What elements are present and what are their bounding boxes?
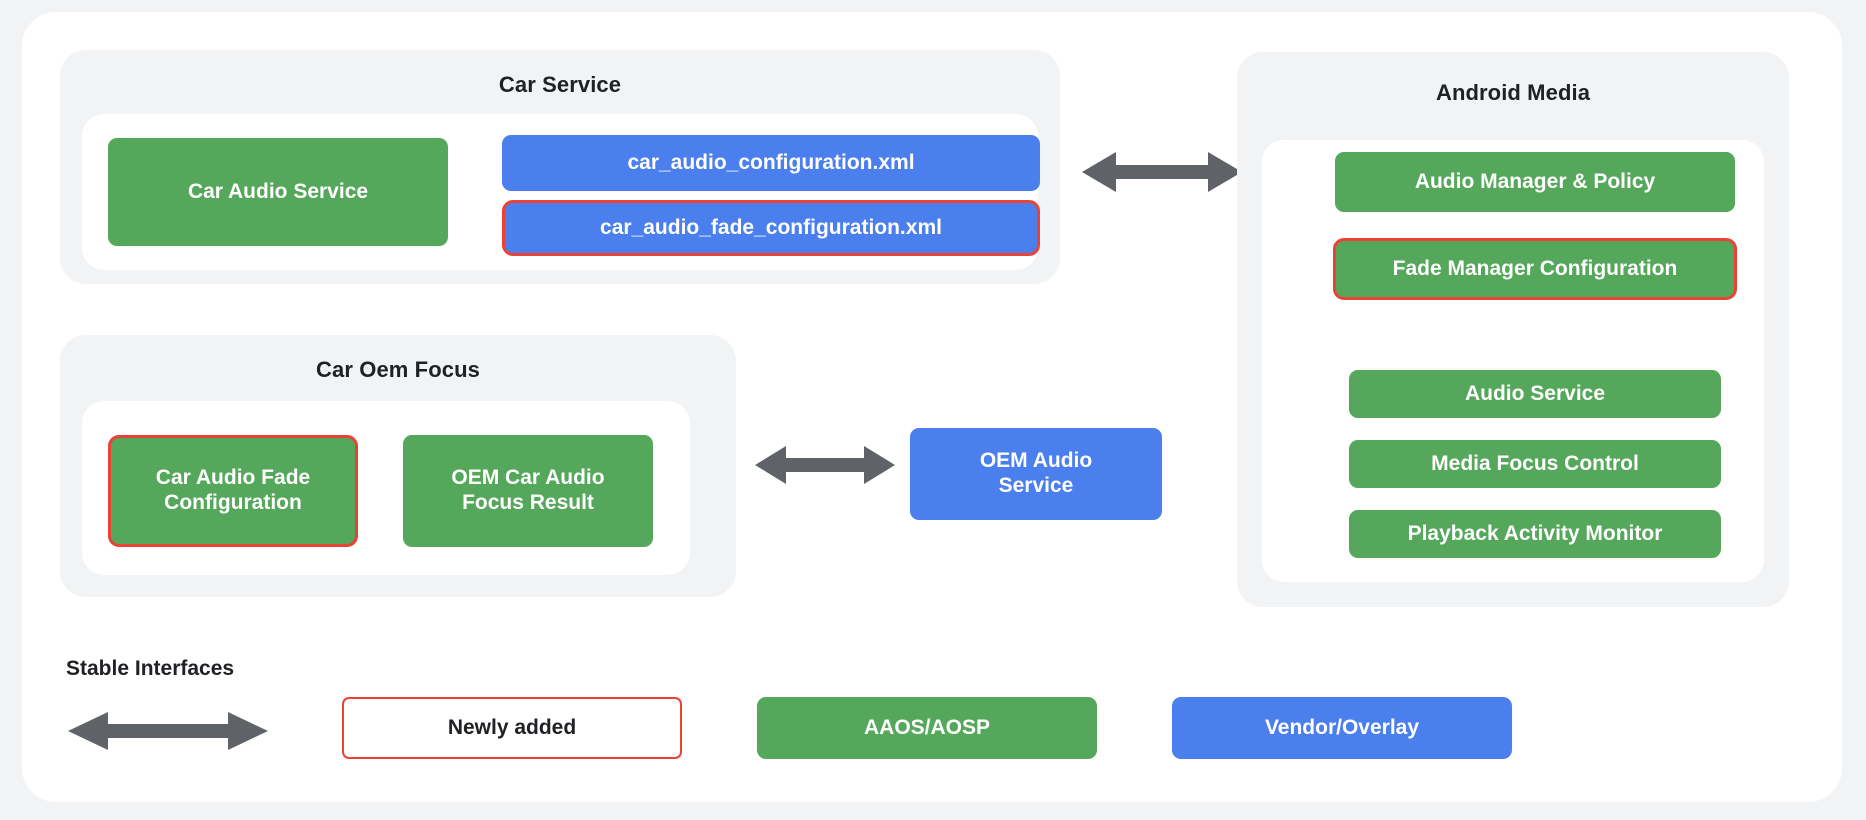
node-car-audio-fade-configuration-xml[interactable]: car_audio_fade_configuration.xml <box>502 200 1040 256</box>
legend-stable-interfaces-label: Stable Interfaces <box>66 657 235 680</box>
node-media-focus-control[interactable]: Media Focus Control <box>1349 440 1721 488</box>
legend-item-newly-added[interactable]: Newly added <box>342 697 682 759</box>
group-car-service-title: Car Service <box>498 72 622 97</box>
group-android-media-title: Android Media <box>1435 80 1591 105</box>
node-fade-manager-configuration[interactable]: Fade Manager Configuration <box>1333 238 1737 300</box>
node-audio-service[interactable]: Audio Service <box>1349 370 1721 418</box>
arrow-car-service-to-android-media <box>1082 144 1242 200</box>
legend-double-arrow-icon <box>68 707 268 755</box>
arrow-oem-focus-to-oem-audio-service <box>755 439 895 491</box>
legend-item-aaos-aosp[interactable]: AAOS/AOSP <box>757 697 1097 759</box>
node-playback-activity-monitor[interactable]: Playback Activity Monitor <box>1349 510 1721 558</box>
group-car-service: Car Service Car Audio Service car_audio_… <box>60 50 1060 284</box>
node-oem-audio-service[interactable]: OEM Audio Service <box>910 428 1162 520</box>
node-oem-car-audio-focus-result[interactable]: OEM Car Audio Focus Result <box>403 435 653 547</box>
group-car-oem-focus: Car Oem Focus Car Audio Fade Configurati… <box>60 335 736 597</box>
group-android-media: Android Media Audio Manager & Policy Fad… <box>1237 52 1789 607</box>
legend-item-vendor-overlay[interactable]: Vendor/Overlay <box>1172 697 1512 759</box>
node-car-audio-configuration-xml[interactable]: car_audio_configuration.xml <box>502 135 1040 191</box>
diagram-card: Car Service Car Audio Service car_audio_… <box>22 12 1842 802</box>
node-car-audio-fade-configuration[interactable]: Car Audio Fade Configuration <box>108 435 358 547</box>
group-android-media-inner <box>1262 140 1764 582</box>
node-audio-manager-policy[interactable]: Audio Manager & Policy <box>1335 152 1735 212</box>
node-car-audio-service[interactable]: Car Audio Service <box>108 138 448 246</box>
group-car-oem-focus-title: Car Oem Focus <box>316 357 480 382</box>
